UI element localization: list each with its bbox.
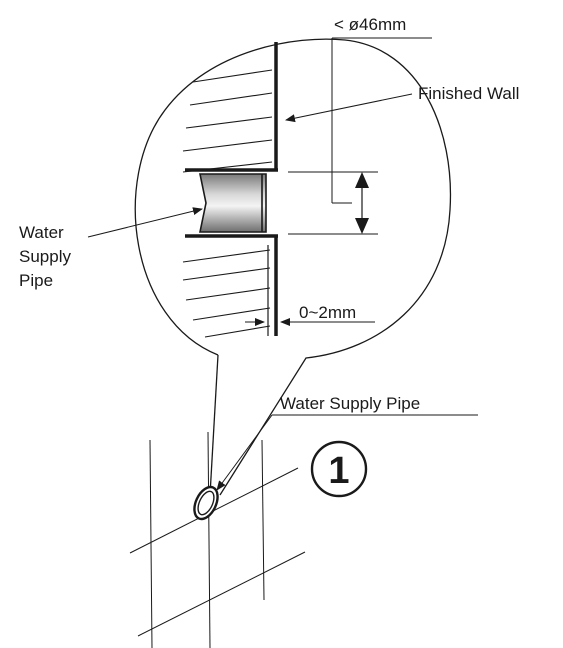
water-supply-pipe-callout-leader <box>216 414 478 491</box>
step-number: 1 <box>328 450 349 492</box>
upper-wall-hatching <box>182 69 273 173</box>
water-supply-pipe-side-leader <box>87 207 203 238</box>
pipe-section <box>199 173 267 233</box>
magnifier-callout <box>134 38 452 496</box>
wall-opening <box>185 168 278 238</box>
water-label-line-3: Pipe <box>19 271 53 290</box>
water-label-line-2: Supply <box>19 247 71 266</box>
water-supply-pipe-side-label: Water Supply Pipe <box>19 223 76 290</box>
gap-label: 0~2mm <box>299 303 356 322</box>
finished-wall <box>267 42 278 336</box>
diameter-dimension <box>288 37 432 235</box>
step-number-badge: 1 <box>310 440 368 498</box>
finished-wall-leader <box>285 93 413 123</box>
finished-wall-label: Finished Wall <box>418 84 519 103</box>
wall-grid <box>129 431 306 648</box>
diameter-label: < ø46mm <box>334 15 406 34</box>
water-label-line-1: Water <box>19 223 64 242</box>
pipe-end-icon <box>193 485 219 521</box>
lower-wall-hatching <box>182 249 271 338</box>
water-supply-pipe-callout-label: Water Supply Pipe <box>280 394 420 413</box>
